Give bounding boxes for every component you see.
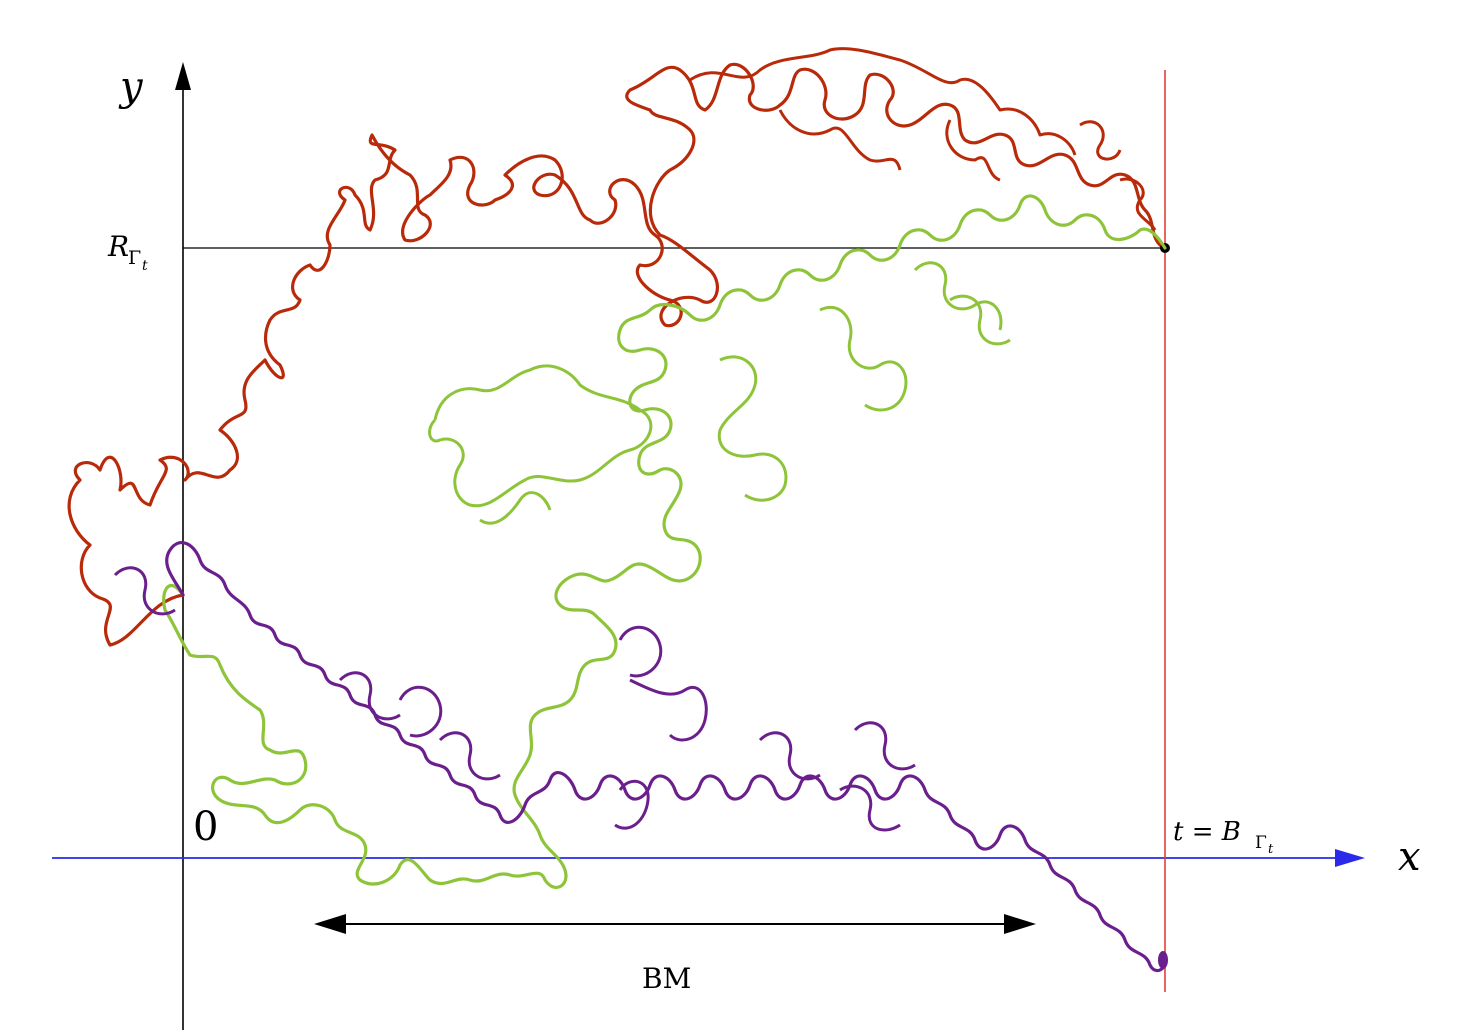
b-gamma-subscript: Γ bbox=[1255, 833, 1267, 853]
b-t-subscript: t bbox=[1268, 842, 1274, 857]
t-equals-b-gamma-label: t = B Γ t bbox=[1173, 817, 1274, 857]
green-brownian-path bbox=[162, 194, 1167, 889]
x-axis-arrowhead bbox=[1335, 849, 1365, 867]
bm-label: BM bbox=[642, 962, 691, 995]
x-axis-label: x bbox=[1398, 834, 1421, 880]
r-gamma-t-label: R Γ t bbox=[107, 230, 148, 274]
r-gamma-subscript: Γ bbox=[128, 247, 141, 269]
bm-arrow-left-head bbox=[314, 914, 346, 934]
green-brownian-path-detail bbox=[428, 261, 1011, 525]
r-symbol: R bbox=[107, 230, 129, 263]
y-axis-arrowhead bbox=[175, 62, 191, 90]
t-equals-b: t = B bbox=[1173, 817, 1241, 847]
r-t-subscript: t bbox=[142, 258, 148, 274]
purple-brownian-path bbox=[165, 541, 1167, 973]
purple-brownian-path-detail bbox=[113, 566, 916, 832]
red-brownian-path bbox=[67, 62, 1167, 647]
y-axis-label: y bbox=[118, 64, 144, 110]
bm-arrow-right-head bbox=[1004, 914, 1036, 934]
purple-path-endpoint bbox=[1158, 951, 1168, 969]
origin-label: 0 bbox=[193, 804, 218, 850]
red-brownian-path-detail bbox=[689, 47, 1157, 231]
